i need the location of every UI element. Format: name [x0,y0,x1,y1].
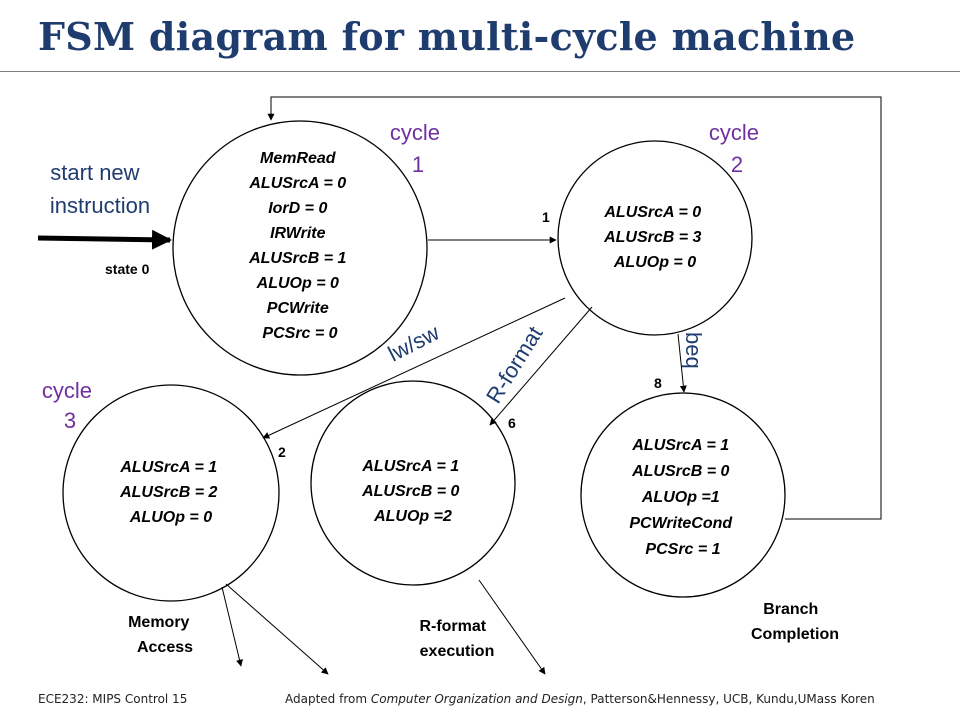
state-0-label: state 0 [105,261,150,277]
cycle-1-label: cycle 1 [390,120,446,177]
state-1-text: ALUSrcA = 0 ALUSrcB = 3 ALUOp = 0 [603,204,706,271]
state-1-circle [557,140,753,336]
transition-1-to-2 [262,297,566,439]
state-6-number: 6 [508,415,516,431]
state-0-text: MemRead ALUSrcA = 0 IorD = 0 IRWrite ALU… [248,150,351,342]
beq-label: beq [681,332,706,369]
cycle-2-label: cycle 2 [709,120,765,177]
state-6-text: ALUSrcA = 1 ALUSrcB = 0 ALUOp =2 [361,458,464,525]
r-format-execution-label: R-format execution [419,618,494,660]
footer-credits-suffix: , Patterson&Hennessy, UCB, Kundu,UMass K… [582,692,875,706]
start-label: start new instruction [50,160,150,218]
state-0-circle [172,120,428,376]
state-8-number: 8 [654,375,662,391]
footer-book-title: Computer Organization and Design [370,692,583,706]
memory-exit-arrow-b [225,583,329,675]
start-arrow [37,229,172,250]
return-to-state-0 [267,96,882,520]
transition-1-to-6 [489,306,593,426]
state-2-number: 2 [278,444,286,460]
state-8-circle [580,392,786,598]
state-1-number: 1 [542,209,550,225]
state-2-circle [62,384,280,602]
memory-access-label: Memory Access [128,614,194,656]
title-divider [0,71,960,72]
r-format-label: R-format [481,322,548,408]
footer-course: ECE232: MIPS Control 15 [38,692,188,706]
footer-credits-prefix: Adapted from [285,692,371,706]
rformat-exit-arrow [478,579,546,675]
state-8-text: ALUSrcA = 1 ALUSrcB = 0 ALUOp =1 PCWrite… [629,437,736,558]
branch-completion-label: Branch Completion [751,601,839,643]
memory-exit-arrow-a [221,586,243,667]
transition-1-to-8 [677,333,687,393]
footer-credits: Adapted from Computer Organization and D… [285,692,875,706]
page-title: FSM diagram for multi-cycle machine [38,14,856,59]
state-6-circle [310,380,516,586]
state-2-text: ALUSrcA = 1 ALUSrcB = 2 ALUOp = 0 [119,459,222,526]
cycle-3-label: cycle 3 [42,378,98,433]
